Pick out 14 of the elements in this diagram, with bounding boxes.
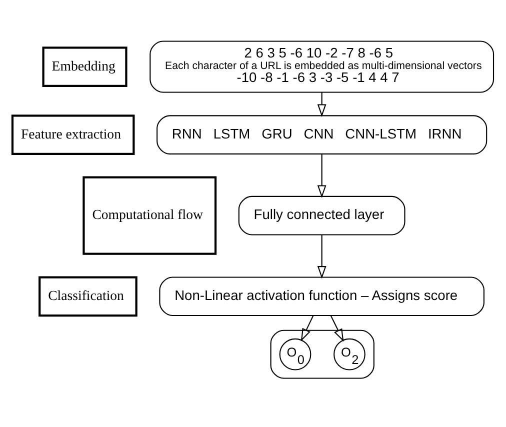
arrow [300, 315, 314, 341]
arrow [330, 314, 344, 342]
node-box: Feature extraction [11, 114, 135, 154]
node-box: Computational flow [82, 176, 217, 254]
node-box: Fully connected layer [238, 195, 406, 235]
node-box: Embedding [42, 46, 128, 86]
node-box: Classification [38, 276, 138, 316]
arrow [317, 234, 326, 278]
node-box: 2 6 3 5 -6 10 -2 -7 8 -6 5 Each character of a URL is embedded as multi-dimensional vectors -10 -8 -1 -6 3 -3 -5 -1 4 4 7 [150, 40, 494, 92]
arrow [317, 92, 326, 116]
arrow [317, 154, 326, 198]
node-box: RNN LSTM GRU CNN CNN-LSTM IRNN [156, 114, 488, 154]
node-box: Non-Linear activation function – Assigns score [159, 276, 484, 316]
cluster [270, 329, 374, 378]
